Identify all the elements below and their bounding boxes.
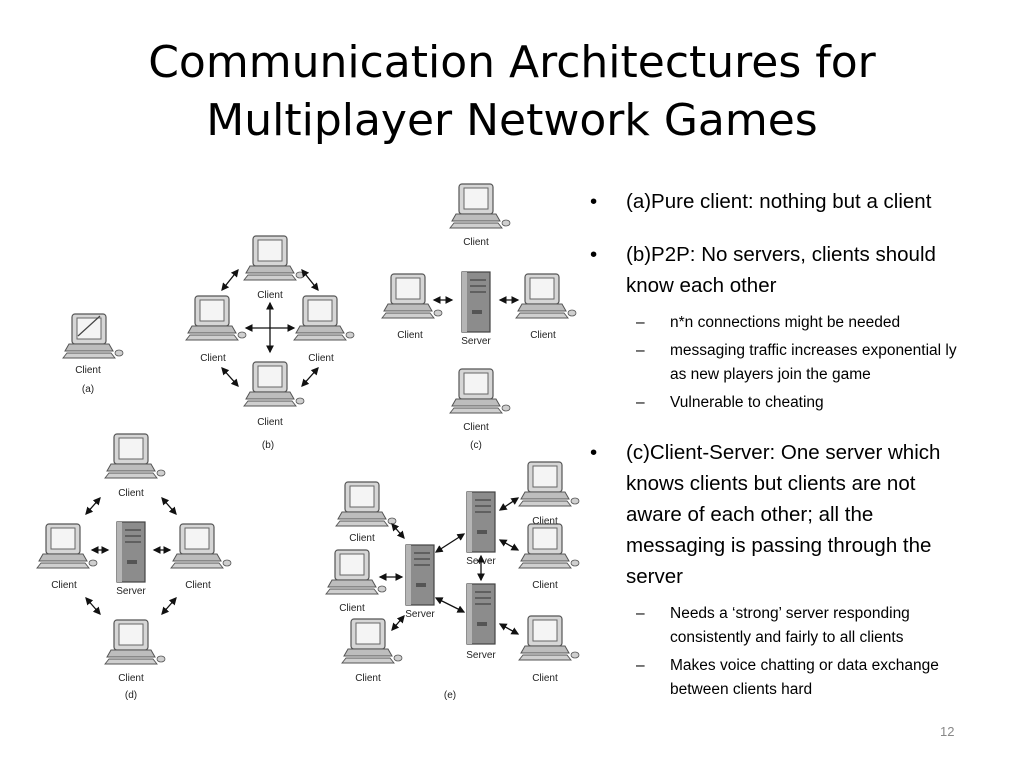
server-icon (466, 583, 496, 645)
client-label: Client (308, 353, 334, 364)
sub-bullet-text: n*n connections might be needed (670, 314, 901, 331)
slide-title: Communication Architectures for Multipla… (40, 34, 984, 150)
client-label: Client (51, 580, 77, 591)
p2p-arrows (221, 268, 319, 387)
bullet-marker: • (590, 441, 598, 464)
bullet-text: (b)P2P: No servers, clients should know … (626, 243, 936, 297)
panel-c: Client Client Server Client Client (c) (381, 183, 577, 451)
panel-d: Client Client Server Client Client (d) (36, 433, 232, 701)
slide-number: 12 (940, 724, 955, 739)
client-label: Client (339, 603, 365, 614)
caption-c: (c) (470, 440, 482, 451)
sub-bullet-text: Needs a ‘strong’ server responding consi… (670, 605, 910, 646)
sub-bullet-list: – n*n connections might be needed – mess… (584, 311, 964, 415)
client-computer-icon (293, 295, 355, 341)
client-computer-icon (243, 361, 305, 407)
bullet-text: (a)Pure client: nothing but a client (626, 190, 932, 213)
architecture-diagram: Client (a) Client Client Client Client (… (36, 183, 580, 701)
caption-e: (e) (444, 690, 456, 701)
client-label: Client (355, 673, 381, 684)
client-label: Client (530, 330, 556, 341)
client-computer-icon (518, 461, 580, 507)
server-icon (466, 491, 496, 553)
bullet-item: • (c)Client-Server: One server which kno… (584, 437, 964, 592)
client-computer-icon (62, 313, 124, 359)
client-computer-icon (449, 183, 511, 229)
caption-b: (b) (262, 440, 274, 451)
client-computer-icon (104, 619, 166, 665)
bullet-marker: • (590, 243, 598, 266)
bullet-item: • (a)Pure client: nothing but a client (584, 186, 964, 217)
client-computer-icon (36, 523, 98, 569)
caption-d: (d) (125, 690, 137, 701)
client-computer-icon (243, 235, 305, 281)
sub-bullet-item: – n*n connections might be needed (584, 311, 964, 335)
dash-marker: – (636, 394, 645, 411)
server-label: Server (466, 650, 496, 661)
server-network-arrows (378, 497, 520, 635)
server-label: Server (461, 336, 491, 347)
client-label: Client (463, 237, 489, 248)
client-label: Client (463, 422, 489, 433)
client-computer-icon (381, 273, 443, 319)
dash-marker: – (636, 605, 645, 622)
client-computer-icon (449, 368, 511, 414)
client-label: Client (185, 580, 211, 591)
client-label: Client (532, 516, 558, 527)
client-computer-icon (185, 295, 247, 341)
client-label: Client (257, 290, 283, 301)
server-arrows (85, 497, 177, 615)
sub-bullet-text: Vulnerable to cheating (670, 394, 824, 411)
sub-bullet-item: – Vulnerable to cheating (584, 391, 964, 415)
panel-b: Client Client Client Client (b) (185, 235, 355, 451)
dash-marker: – (636, 342, 645, 359)
client-computer-icon (518, 523, 580, 569)
sub-bullet-text: messaging traffic increases exponential … (670, 342, 957, 383)
client-label: Client (75, 365, 101, 376)
caption-a: (a) (82, 384, 94, 395)
client-label: Client (532, 673, 558, 684)
client-computer-icon (170, 523, 232, 569)
client-label: Client (118, 673, 144, 684)
client-label: Client (257, 417, 283, 428)
client-computer-icon (325, 549, 387, 595)
client-computer-icon (104, 433, 166, 479)
bullet-list: • (a)Pure client: nothing but a client •… (584, 186, 964, 716)
sub-bullet-list: – Needs a ‘strong’ server responding con… (584, 602, 964, 702)
panel-a: Client (a) (62, 313, 124, 395)
title-line-2: Multiplayer Network Games (206, 95, 818, 146)
server-icon (116, 521, 146, 583)
client-label: Client (349, 533, 375, 544)
server-label: Server (116, 586, 146, 597)
client-computer-icon (518, 615, 580, 661)
client-label: Client (397, 330, 423, 341)
sub-bullet-item: – Makes voice chatting or data exchange … (584, 654, 964, 702)
client-computer-icon (335, 481, 397, 527)
dash-marker: – (636, 314, 645, 331)
dash-marker: – (636, 657, 645, 674)
client-computer-icon (341, 618, 403, 664)
client-label: Client (532, 580, 558, 591)
bullet-item: • (b)P2P: No servers, clients should kno… (584, 239, 964, 301)
sub-bullet-text: Makes voice chatting or data exchange be… (670, 657, 939, 698)
client-label: Client (200, 353, 226, 364)
title-line-1: Communication Architectures for (148, 37, 876, 88)
bullet-text: (c)Client-Server: One server which knows… (626, 441, 941, 588)
client-computer-icon (515, 273, 577, 319)
bullet-marker: • (590, 190, 598, 213)
sub-bullet-item: – messaging traffic increases exponentia… (584, 339, 964, 387)
server-label: Server (405, 609, 435, 620)
client-label: Client (118, 488, 144, 499)
sub-bullet-item: – Needs a ‘strong’ server responding con… (584, 602, 964, 650)
server-icon (461, 271, 491, 333)
server-icon (405, 544, 435, 606)
panel-e: Client Client Client Server Server Serve… (325, 461, 580, 701)
